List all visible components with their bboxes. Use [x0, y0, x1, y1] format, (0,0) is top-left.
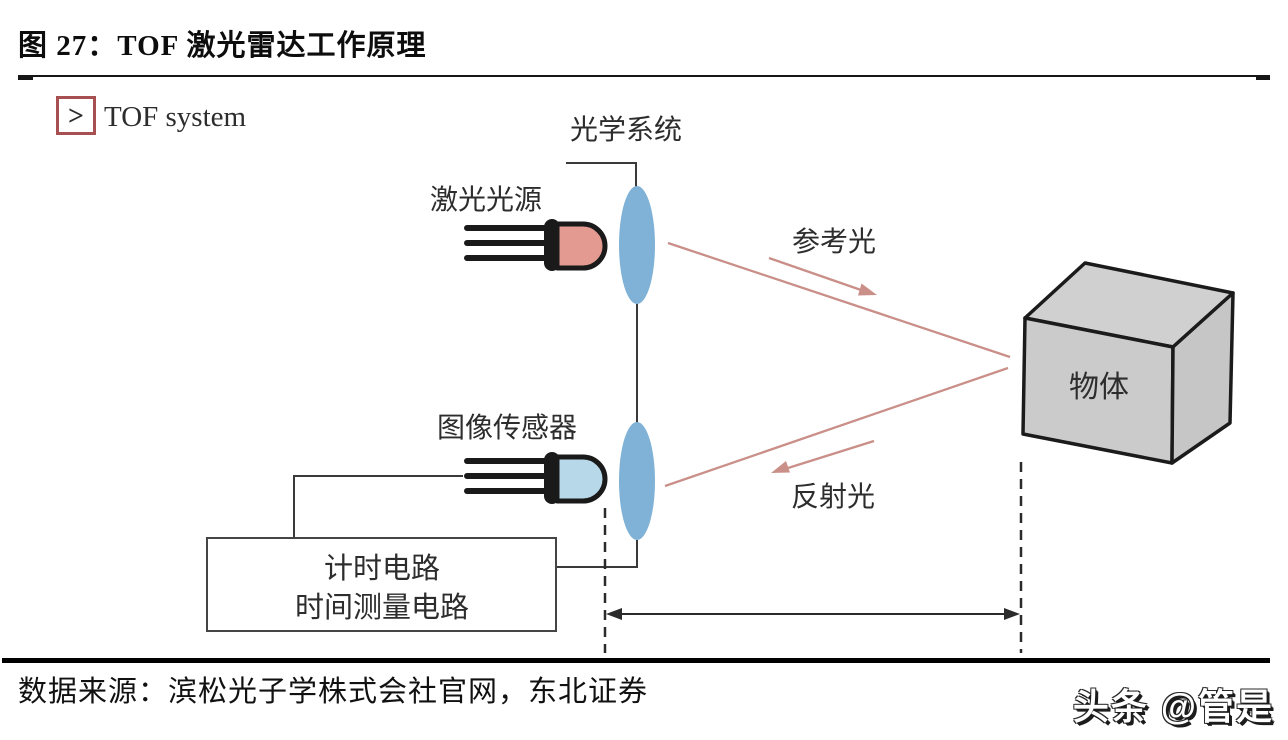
reflected-beam-line — [664, 366, 1009, 488]
reference-arrow-shaft — [768, 256, 862, 292]
light-beam-arrowheads — [771, 283, 877, 473]
figure-title: 图 27：TOF 激光雷达工作原理 — [18, 30, 427, 62]
laser-diode-legs — [464, 219, 560, 271]
image-sensor-label: 图像传感器 — [437, 412, 577, 444]
distance-arrow — [606, 608, 1020, 620]
lens-to-timer-wire — [557, 540, 638, 568]
laser-source-label: 激光光源 — [430, 184, 542, 216]
optical-system-pointer-wire — [566, 162, 637, 187]
photodiode-legs — [464, 452, 560, 504]
reflected-arrowhead — [771, 461, 790, 473]
bottom-rule — [2, 658, 1270, 663]
distance-dashed-lines — [603, 462, 1023, 653]
reference-light-label: 参考光 — [792, 226, 876, 258]
reference-arrowhead — [858, 283, 877, 296]
sensor-to-timer-wire — [293, 475, 463, 538]
source-text: 数据来源：滨松光子学株式会社官网，东北证券 — [18, 676, 649, 708]
object-cube — [1021, 261, 1235, 465]
title-rule — [18, 75, 1270, 80]
reflected-light-label: 反射光 — [791, 481, 875, 513]
photodiode-icon — [464, 452, 608, 504]
light-beams — [664, 241, 1011, 488]
reflected-arrow-shaft — [787, 439, 875, 470]
timing-circuit-box — [206, 537, 557, 632]
timing-circuit-line2: 时间测量电路 — [295, 591, 469, 624]
chevron-right-icon: > — [68, 101, 84, 132]
optical-system-label: 光学系统 — [570, 114, 682, 146]
lens-top — [619, 186, 655, 304]
object-label: 物体 — [1069, 371, 1129, 404]
tof-system-badge-box — [56, 96, 96, 135]
distance-arrowhead-right — [1004, 608, 1020, 620]
watermark-text: 头条 @管是 — [1072, 686, 1274, 727]
reference-beam-line — [667, 241, 1011, 359]
timing-circuit-line1: 计时电路 — [324, 552, 440, 585]
cube-side-face — [1170, 291, 1235, 465]
distance-arrowhead-left — [606, 608, 622, 620]
photodiode-dome — [554, 454, 608, 504]
laser-diode-icon — [464, 219, 608, 271]
laser-diode-dome — [554, 221, 608, 271]
wires — [293, 162, 638, 568]
tof-system-label: TOF system — [104, 101, 247, 133]
lens-bottom — [619, 422, 655, 540]
